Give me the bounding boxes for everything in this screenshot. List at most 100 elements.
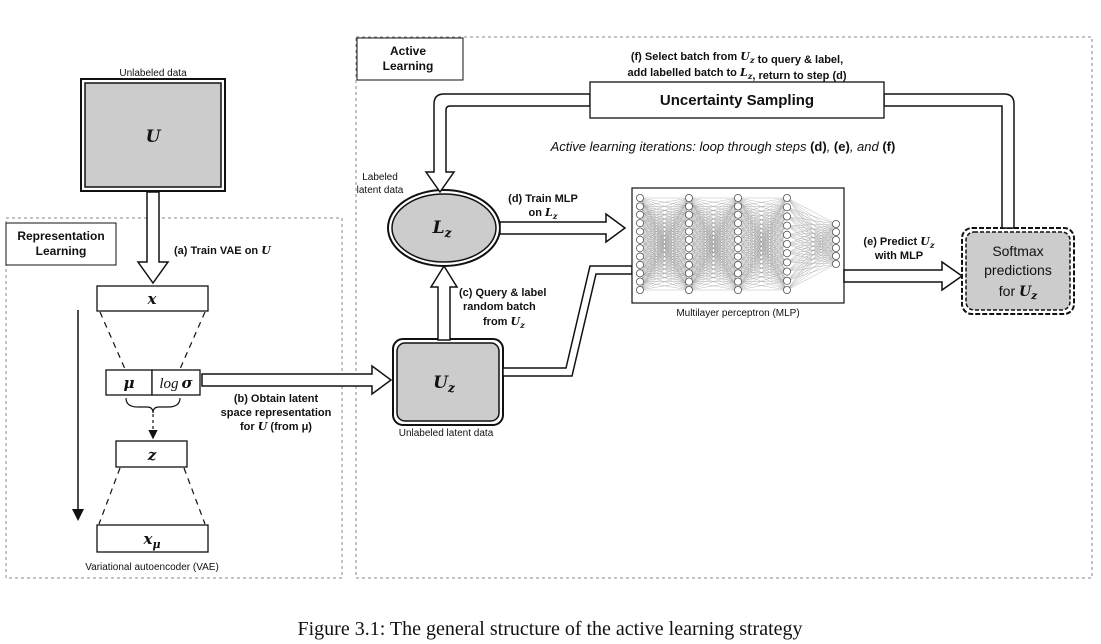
step-b-line2: space representation: [221, 407, 332, 419]
mlp-neuron: [832, 219, 841, 228]
mlp-connection: [786, 225, 837, 257]
mlp-caption: Multilayer perceptron (MLP): [676, 308, 799, 319]
latent-brace: [125, 397, 181, 414]
mlp-connection: [737, 197, 788, 291]
mlp-neuron: [734, 227, 743, 236]
mlp-connection: [737, 207, 788, 224]
mlp-connection: [639, 197, 690, 282]
mlp-connection: [737, 243, 788, 291]
mlp-connection: [688, 222, 739, 291]
mlp-neuron: [734, 210, 743, 219]
mlp-connection: [737, 222, 788, 272]
mlp-connection: [737, 197, 788, 215]
mlp-connection: [737, 206, 788, 254]
mlp-connection: [737, 253, 788, 274]
mlp-connection: [737, 222, 788, 235]
mlp-connection: [786, 231, 837, 272]
mlp-neuron: [685, 260, 694, 269]
mlp-connection: [737, 243, 788, 249]
lz-ellipse: [391, 193, 497, 263]
mlp-connection: [737, 197, 788, 282]
mlp-connection: [786, 216, 837, 233]
mlp-connection: [786, 239, 837, 281]
step-d-line1: (d) Train MLP: [508, 193, 578, 205]
mlp-connection: [737, 207, 788, 274]
mlp-connection: [737, 253, 788, 266]
mlp-connection: [786, 223, 837, 281]
mlp-neuron: [783, 203, 792, 212]
mlp-connection: [737, 234, 788, 249]
mlp-connection: [786, 207, 837, 233]
mlp-connection: [737, 197, 788, 207]
mlp-connection: [737, 262, 788, 266]
active-learning-label-box: [356, 37, 464, 81]
mlp-connection: [639, 197, 690, 291]
mlp-connection: [737, 216, 788, 232]
mlp-connection: [786, 207, 837, 257]
step-a-label: (a) Train VAE on U: [174, 244, 272, 257]
representation-learning-label-line1: Representation: [17, 229, 104, 243]
mlp-connection: [786, 255, 837, 263]
mlp-neuron: [734, 235, 743, 244]
mlp-connection: [737, 197, 788, 266]
mlp-connection: [737, 197, 788, 274]
mlp-connection: [737, 216, 788, 224]
mlp-connection: [786, 231, 837, 291]
mlp-connection: [639, 206, 690, 291]
mlp-connection: [639, 197, 690, 224]
mlp-connection: [786, 239, 837, 254]
mlp-neuron: [734, 202, 743, 211]
mlp-neuron: [734, 193, 743, 202]
mlp-neuron: [685, 235, 694, 244]
mlp-connection: [737, 271, 788, 282]
mlp-neuron: [685, 202, 694, 211]
mlp-connection: [639, 214, 690, 291]
mlp-neuron: [734, 252, 743, 261]
decoder-dash-right: [183, 467, 206, 525]
mlp-connection: [639, 256, 690, 291]
mlp-connection: [737, 225, 788, 257]
labeled-caption-line2: latent data: [357, 185, 404, 196]
mlp-connection: [786, 207, 837, 249]
mlp-connection: [786, 243, 837, 249]
mlp-connection: [737, 207, 788, 240]
mlp-connection: [737, 216, 788, 257]
mlp-connection: [737, 253, 788, 282]
mlp-connection: [786, 223, 837, 226]
active-learning-region: [355, 36, 1093, 579]
mlp-connection: [737, 214, 788, 226]
step-e-line1: (e) Predict Uz: [863, 235, 934, 250]
mlp-connection: [737, 234, 788, 266]
mlp-connection: [786, 216, 837, 225]
mlp-connection: [737, 239, 788, 254]
mlp-neuron: [783, 258, 792, 267]
mlp-connection: [737, 280, 788, 282]
mlp-connection: [737, 248, 788, 263]
mlp-connection: [786, 255, 837, 272]
step-c-line2: random batch: [463, 301, 536, 313]
mlp-connection: [786, 243, 837, 257]
mlp-connection: [737, 243, 788, 282]
mlp-connection: [786, 207, 837, 241]
mlp-connection: [639, 264, 690, 291]
iterations-note: Active learning iterations: loop through…: [550, 139, 896, 154]
mlp-connection: [737, 206, 788, 217]
lz-label: Lz: [432, 218, 453, 240]
mlp-connection: [688, 239, 739, 291]
mlp-connection: [737, 225, 788, 282]
mlp-connection: [737, 222, 788, 263]
mlp-neuron: [636, 285, 645, 294]
representation-learning-label-box: [5, 222, 117, 266]
u-label: U: [146, 127, 162, 147]
softmax-line2: predictions: [984, 262, 1052, 278]
representation-learning-region: [5, 217, 343, 579]
mlp-connection: [737, 207, 788, 282]
mlp-neuron: [734, 269, 743, 278]
mlp-connection: [786, 216, 837, 265]
mlp-connection: [688, 197, 739, 215]
encoder-dash-left: [99, 311, 126, 370]
mlp-connection: [786, 262, 837, 265]
mlp-connection: [786, 223, 837, 245]
vae-caption: Variational autoencoder (VAE): [85, 562, 219, 573]
